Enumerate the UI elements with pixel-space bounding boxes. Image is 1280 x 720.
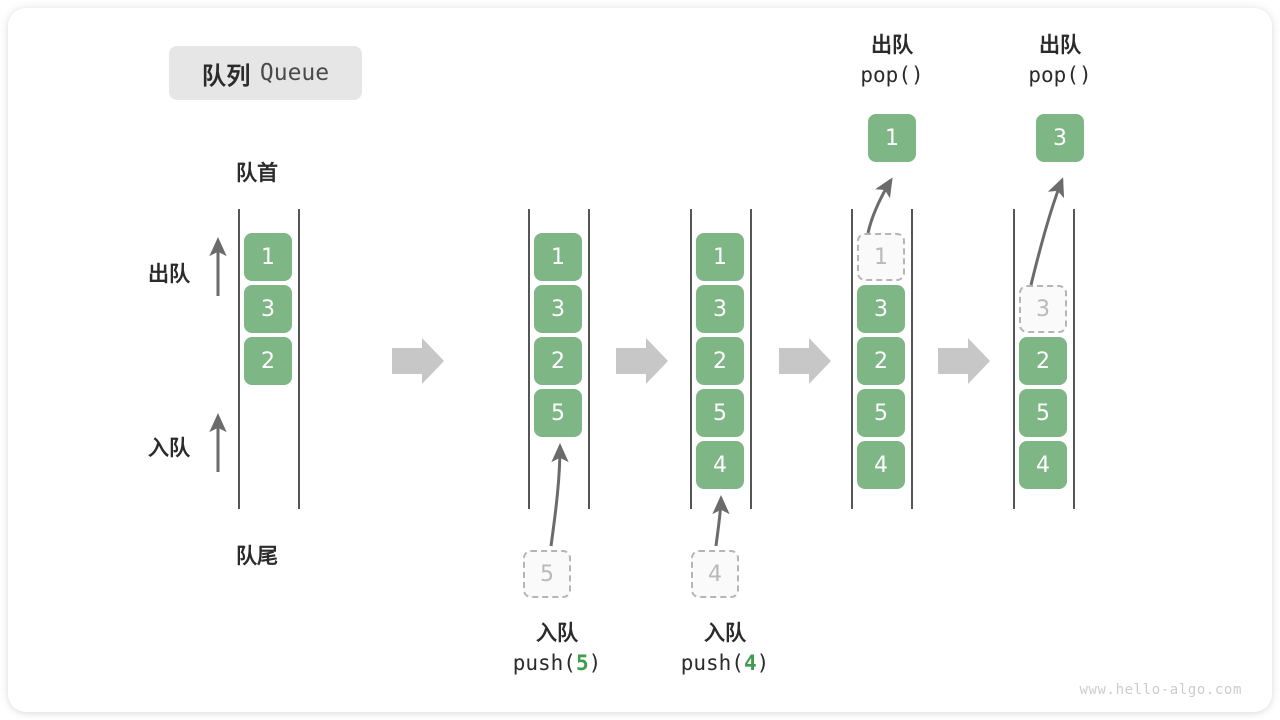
cell-col5-2: 2	[1019, 337, 1067, 385]
step-arrow-2	[616, 338, 668, 384]
step-arrow-4	[938, 338, 990, 384]
step-arrow-1	[392, 338, 444, 384]
label-pop-1: 出队 pop()	[822, 30, 962, 91]
label-pop-3-zh: 出队	[1039, 33, 1081, 57]
rail-left-col5	[1013, 209, 1015, 509]
pop-1-arrow	[866, 177, 893, 234]
label-push-4-zh: 入队	[704, 621, 746, 645]
cell-col3-4: 4	[696, 441, 744, 489]
rail-right-col1	[298, 209, 300, 509]
title-chinese: 队列	[201, 62, 251, 90]
title-badge: 队列 Queue	[169, 46, 362, 100]
ghost-cell-col5-1: 3	[1019, 285, 1067, 333]
rail-left-col4	[851, 209, 853, 509]
cell-col1-2: 2	[244, 337, 292, 385]
cell-col4-2: 2	[857, 337, 905, 385]
label-head: 队首	[236, 161, 278, 185]
cell-col4-3: 5	[857, 389, 905, 437]
label-dequeue: 出队	[148, 262, 190, 286]
cell-col1-0: 1	[244, 233, 292, 281]
rail-left-col3	[690, 209, 692, 509]
cell-col5-3: 5	[1019, 389, 1067, 437]
cell-col2-2: 2	[534, 337, 582, 385]
ghost-cell-col4-0: 1	[857, 233, 905, 281]
ghost-cell-push-4: 4	[691, 550, 739, 598]
label-push-5-zh: 入队	[536, 621, 578, 645]
cell-col3-1: 3	[696, 285, 744, 333]
label-push-5: 入队 push(5)	[477, 618, 637, 679]
title-english: Queue	[259, 60, 330, 86]
arrow-overlay	[209, 177, 1065, 547]
rail-right-col5	[1073, 209, 1075, 509]
rail-right-col2	[588, 209, 590, 509]
push-4-arrow	[712, 495, 730, 547]
cell-col2-0: 1	[534, 233, 582, 281]
cell-col3-2: 2	[696, 337, 744, 385]
label-push-4-code: push(4)	[680, 651, 770, 676]
diagram-card: 队列 Queue 队首 队尾 出队 入队 1 3 2 1 3 2 5 5 入队 …	[8, 8, 1272, 712]
cell-col4-4: 4	[857, 441, 905, 489]
popped-cell-3: 3	[1036, 114, 1084, 162]
label-tail: 队尾	[236, 544, 278, 568]
label-push-4: 入队 push(4)	[645, 618, 805, 679]
cell-col5-4: 4	[1019, 441, 1067, 489]
step-arrow-3	[779, 338, 831, 384]
label-push-5-code: push(5)	[512, 651, 602, 676]
label-pop-1-zh: 出队	[871, 33, 913, 57]
label-pop-3: 出队 pop()	[990, 30, 1130, 91]
rail-left-col2	[528, 209, 530, 509]
push-5-arrow	[549, 443, 569, 547]
ghost-cell-push-5: 5	[523, 550, 571, 598]
popped-cell-1: 1	[868, 114, 916, 162]
diagram-stage: 队列 Queue 队首 队尾 出队 入队 1 3 2 1 3 2 5 5 入队 …	[8, 8, 1272, 712]
pop-3-arrow	[1029, 177, 1065, 286]
watermark: www.hello-algo.com	[1079, 682, 1242, 698]
label-pop-3-code: pop()	[1028, 63, 1092, 88]
rail-right-col3	[750, 209, 752, 509]
cell-col2-1: 3	[534, 285, 582, 333]
rail-left-col1	[238, 209, 240, 509]
cell-col3-3: 5	[696, 389, 744, 437]
cell-col3-0: 1	[696, 233, 744, 281]
label-pop-1-code: pop()	[860, 63, 924, 88]
label-enqueue: 入队	[148, 436, 190, 460]
cell-col2-3: 5	[534, 389, 582, 437]
cell-col1-1: 3	[244, 285, 292, 333]
cell-col4-1: 3	[857, 285, 905, 333]
rail-right-col4	[911, 209, 913, 509]
